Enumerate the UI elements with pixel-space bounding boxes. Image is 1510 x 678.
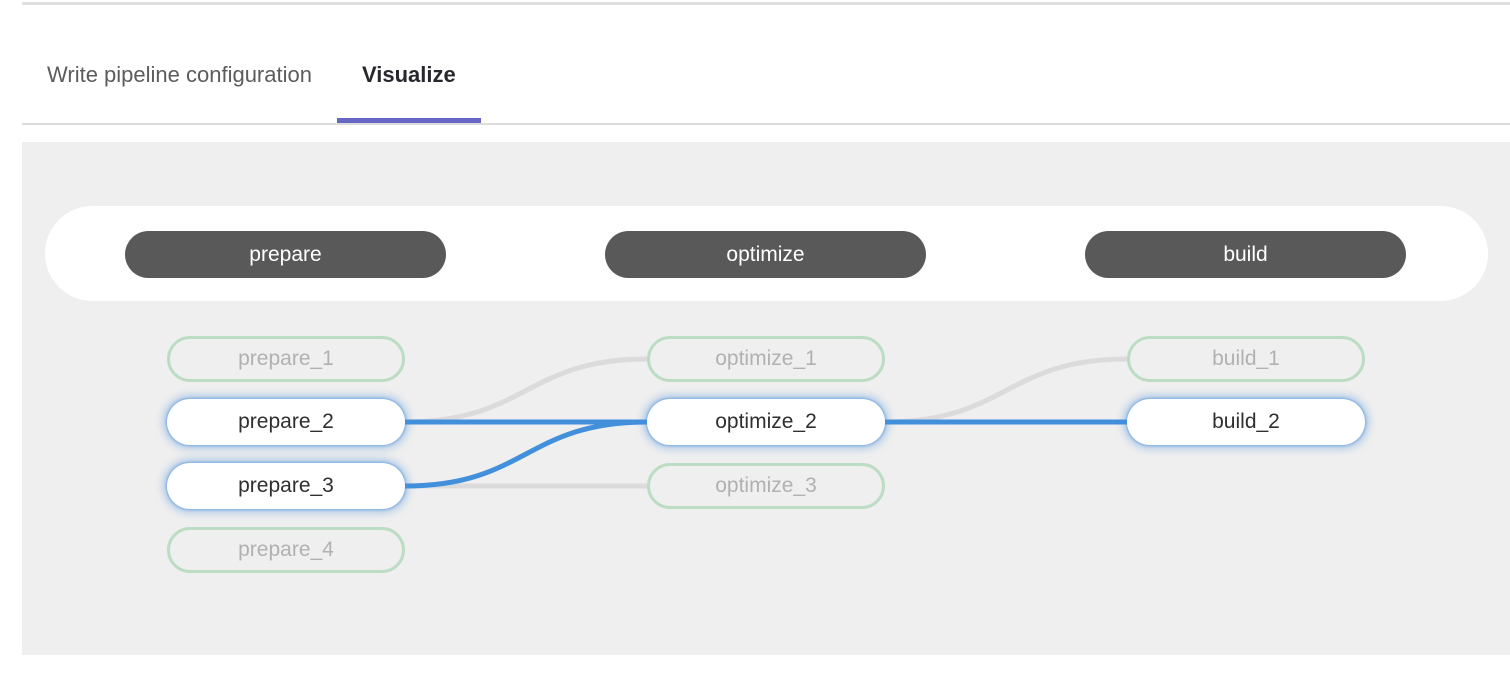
job-node-prepare_3[interactable]: prepare_3 <box>167 463 405 509</box>
top-divider <box>22 2 1510 5</box>
link-optimize_2-build_1 <box>884 356 1128 425</box>
job-node-prepare_1[interactable]: prepare_1 <box>167 336 405 382</box>
job-node-optimize_1[interactable]: optimize_1 <box>647 336 885 382</box>
tab-write-pipeline-configuration[interactable]: Write pipeline configuration <box>47 61 312 87</box>
stage-pill-optimize: optimize <box>605 231 926 278</box>
link-prepare_3-optimize_2 <box>404 419 648 489</box>
job-node-build_1[interactable]: build_1 <box>1127 336 1365 382</box>
tab-visualize[interactable]: Visualize <box>336 5 481 123</box>
job-node-prepare_4[interactable]: prepare_4 <box>167 527 405 573</box>
stage-pill-build: build <box>1085 231 1406 278</box>
pipeline-links-svg <box>404 356 1128 489</box>
link-prepare_2-optimize_1 <box>404 356 648 425</box>
job-node-optimize_2[interactable]: optimize_2 <box>647 399 885 445</box>
editor-tabs: Write pipeline configuration Visualize <box>22 5 1510 125</box>
job-node-optimize_3[interactable]: optimize_3 <box>647 463 885 509</box>
job-node-prepare_2[interactable]: prepare_2 <box>167 399 405 445</box>
job-node-build_2[interactable]: build_2 <box>1127 399 1365 445</box>
stage-pill-prepare: prepare <box>125 231 446 278</box>
